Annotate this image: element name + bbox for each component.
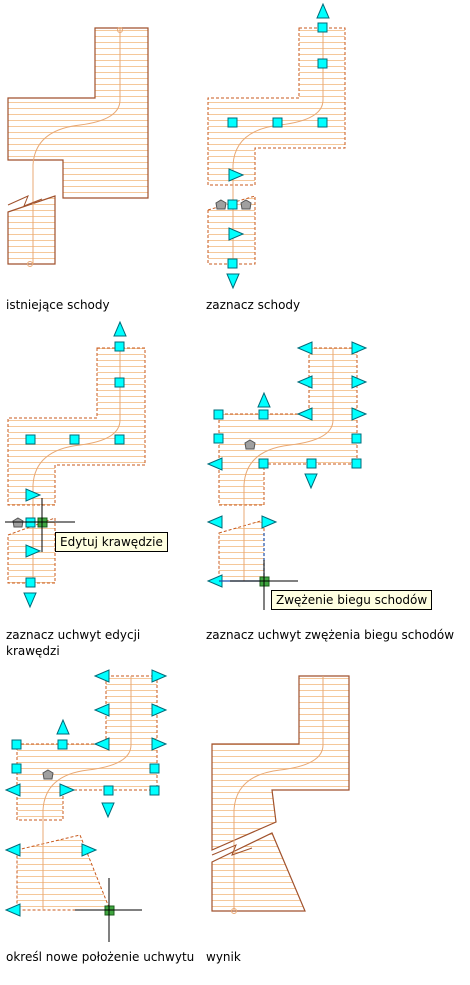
grip-square[interactable] (11, 763, 22, 774)
tooltip-taper-flight: Zwężenie biegu schodów (271, 590, 433, 610)
grip-arrow-left[interactable] (296, 407, 313, 421)
grip-square[interactable] (57, 739, 68, 750)
end-marker (27, 261, 33, 267)
end-marker (231, 908, 237, 914)
stair-upper-flight (218, 347, 358, 506)
stair-upper-flight (16, 675, 158, 821)
grip-square[interactable] (317, 58, 328, 69)
grip-arrow-down[interactable] (304, 473, 318, 490)
grip-square[interactable] (317, 22, 328, 33)
grip-square[interactable] (227, 258, 238, 269)
stair-lower-flight-tapered (16, 834, 111, 911)
grip-arrow-right[interactable] (351, 341, 368, 355)
grip-arrow-up[interactable] (257, 391, 271, 408)
break-symbol (7, 195, 43, 207)
panel-select-edge-grip (5, 320, 146, 609)
grip-arrow-left[interactable] (4, 903, 21, 917)
pivot-grip[interactable] (240, 199, 252, 210)
panel-select-taper-grip (206, 341, 368, 610)
walk-line (42, 676, 132, 910)
grip-square[interactable] (25, 577, 36, 588)
grip-square[interactable] (69, 434, 80, 445)
stair-lower-flight (7, 195, 56, 265)
grip-square[interactable] (213, 409, 224, 420)
caption-existing-stairs: istniejące schody (6, 298, 110, 312)
walk-line (32, 348, 121, 583)
stair-upper-flight (7, 347, 146, 506)
grip-arrow-down[interactable] (226, 273, 240, 290)
grip-square[interactable] (227, 199, 238, 210)
grip-arrow-right[interactable] (228, 168, 245, 182)
grip-arrow-down[interactable] (23, 592, 37, 609)
grip-arrow-right[interactable] (59, 783, 76, 797)
grip-square[interactable] (351, 458, 362, 469)
grip-arrow-left[interactable] (4, 783, 21, 797)
grip-arrow-left[interactable] (93, 703, 110, 717)
grip-square[interactable] (317, 117, 328, 128)
grip-square[interactable] (114, 341, 125, 352)
grip-square[interactable] (11, 739, 22, 750)
grip-square[interactable] (227, 117, 238, 128)
grip-arrow-right[interactable] (151, 737, 168, 751)
pivot-grip[interactable] (42, 769, 54, 780)
caption-result: wynik (206, 950, 241, 964)
start-marker (117, 27, 123, 33)
pivot-grip[interactable] (244, 439, 256, 450)
stair-upper-flight (7, 27, 149, 199)
grip-arrow-up[interactable] (316, 2, 330, 19)
grip-arrow-left[interactable] (93, 737, 110, 751)
break-symbol (211, 844, 253, 856)
stair-upper-flight (211, 675, 350, 851)
panel-specify-new-location (4, 669, 168, 942)
grip-arrow-up[interactable] (56, 718, 70, 735)
grip-square[interactable] (272, 117, 283, 128)
grip-arrow-right[interactable] (25, 488, 42, 502)
caption-select-edge-grip-line1: zaznacz uchwyt edycji (6, 628, 141, 642)
grip-square[interactable] (149, 785, 160, 796)
grip-arrow-right[interactable] (351, 375, 368, 389)
caption-select-taper-grip: zaznacz uchwyt zwężenia biegu schodów (206, 628, 455, 642)
panel-result (211, 675, 350, 914)
grip-arrow-left[interactable] (206, 457, 223, 471)
walk-line (243, 348, 334, 581)
grip-square[interactable] (258, 458, 269, 469)
caption-select-stairs: zaznacz schody (206, 298, 301, 312)
grip-arrow-right[interactable] (151, 703, 168, 717)
grip-square[interactable] (258, 409, 269, 420)
grip-arrow-left[interactable] (296, 341, 313, 355)
grip-square[interactable] (114, 377, 125, 388)
stair-lower-flight-tapered (211, 832, 306, 912)
stair-lower-flight (218, 519, 265, 582)
grip-square[interactable] (25, 434, 36, 445)
caption-select-edge-grip-line2: krawędzi (6, 644, 60, 658)
grip-square[interactable] (351, 433, 362, 444)
grip-arrow-right[interactable] (351, 407, 368, 421)
grip-arrow-left[interactable] (93, 669, 110, 683)
walk-line (32, 28, 121, 264)
panel-select-stairs (207, 2, 346, 290)
grip-arrow-up[interactable] (113, 320, 127, 337)
pivot-grip[interactable] (215, 199, 227, 210)
grip-arrow-right[interactable] (81, 843, 98, 857)
walk-line (233, 676, 324, 911)
grip-arrow-left[interactable] (4, 843, 21, 857)
grip-square[interactable] (149, 763, 160, 774)
stair-upper-flight (207, 27, 346, 186)
panel-existing-stairs (7, 27, 149, 267)
grip-arrow-down[interactable] (101, 802, 115, 819)
grip-square[interactable] (114, 434, 125, 445)
grip-square[interactable] (306, 458, 317, 469)
grip-square[interactable] (103, 785, 114, 796)
grip-square[interactable] (213, 433, 224, 444)
tooltip-edit-edges: Edytuj krawędzie (55, 532, 168, 552)
grip-arrow-right[interactable] (261, 515, 278, 529)
grip-arrow-right[interactable] (151, 669, 168, 683)
grip-arrow-right[interactable] (25, 544, 42, 558)
grip-arrow-left[interactable] (206, 515, 223, 529)
grip-arrow-left[interactable] (296, 375, 313, 389)
caption-specify-new-location: określ nowe położenie uchwytu (6, 950, 195, 964)
grip-arrow-right[interactable] (228, 227, 245, 241)
